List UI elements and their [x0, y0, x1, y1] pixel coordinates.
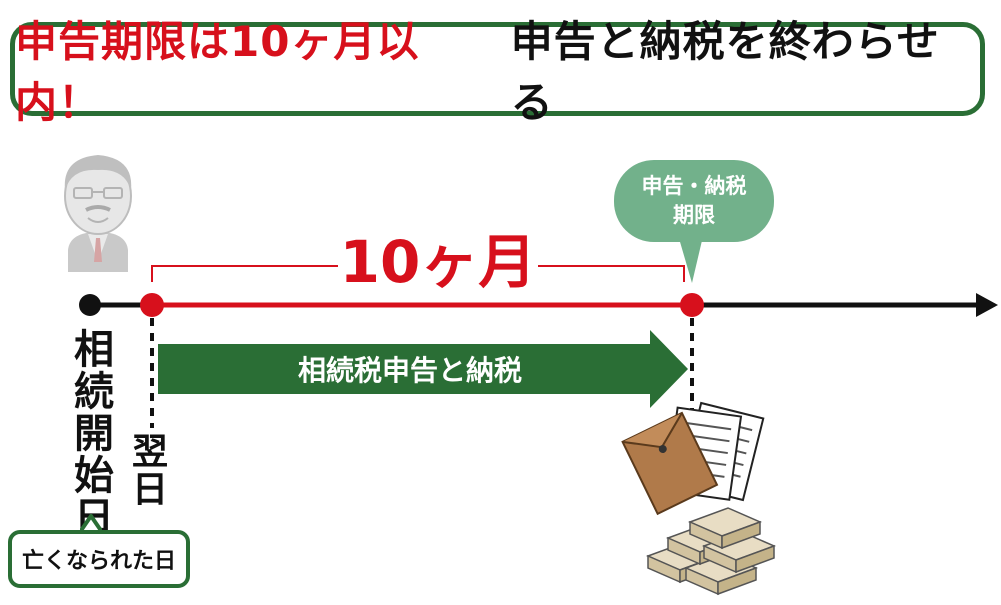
money-bundle-icon — [645, 507, 777, 596]
title-rest: 申告と納税を終わらせる — [510, 17, 940, 127]
timeline-arrowhead — [976, 293, 998, 317]
process-arrow-label: 相続税申告と納税 — [297, 354, 522, 387]
title-banner: 申告期限は10ヶ月以内！ 申告と納税を終わらせる — [10, 17, 985, 127]
process-arrow — [158, 330, 688, 408]
next-day-dot — [140, 293, 164, 317]
title-highlight: 申告期限は10ヶ月以内！ — [15, 17, 420, 127]
callout-line2: 期限 — [673, 203, 715, 227]
person-icon — [64, 155, 132, 272]
documents-icon — [621, 401, 765, 516]
deadline-dot — [680, 293, 704, 317]
next-day-label: 翌日 — [126, 432, 167, 508]
death-box-pointer — [80, 514, 102, 532]
deadline-callout: 申告・納税 期限 — [614, 160, 774, 242]
callout-line1: 申告・納税 — [641, 174, 747, 198]
start-date-label: 相続開始日 — [67, 328, 113, 538]
period-bracket — [151, 265, 685, 282]
start-dot — [79, 294, 101, 316]
death-date-label: 亡くなられた日 — [21, 549, 176, 574]
duration-label: 10ヶ月 — [338, 228, 538, 296]
death-date-box: 亡くなられた日 — [8, 530, 190, 588]
callout-pointer — [678, 232, 704, 283]
